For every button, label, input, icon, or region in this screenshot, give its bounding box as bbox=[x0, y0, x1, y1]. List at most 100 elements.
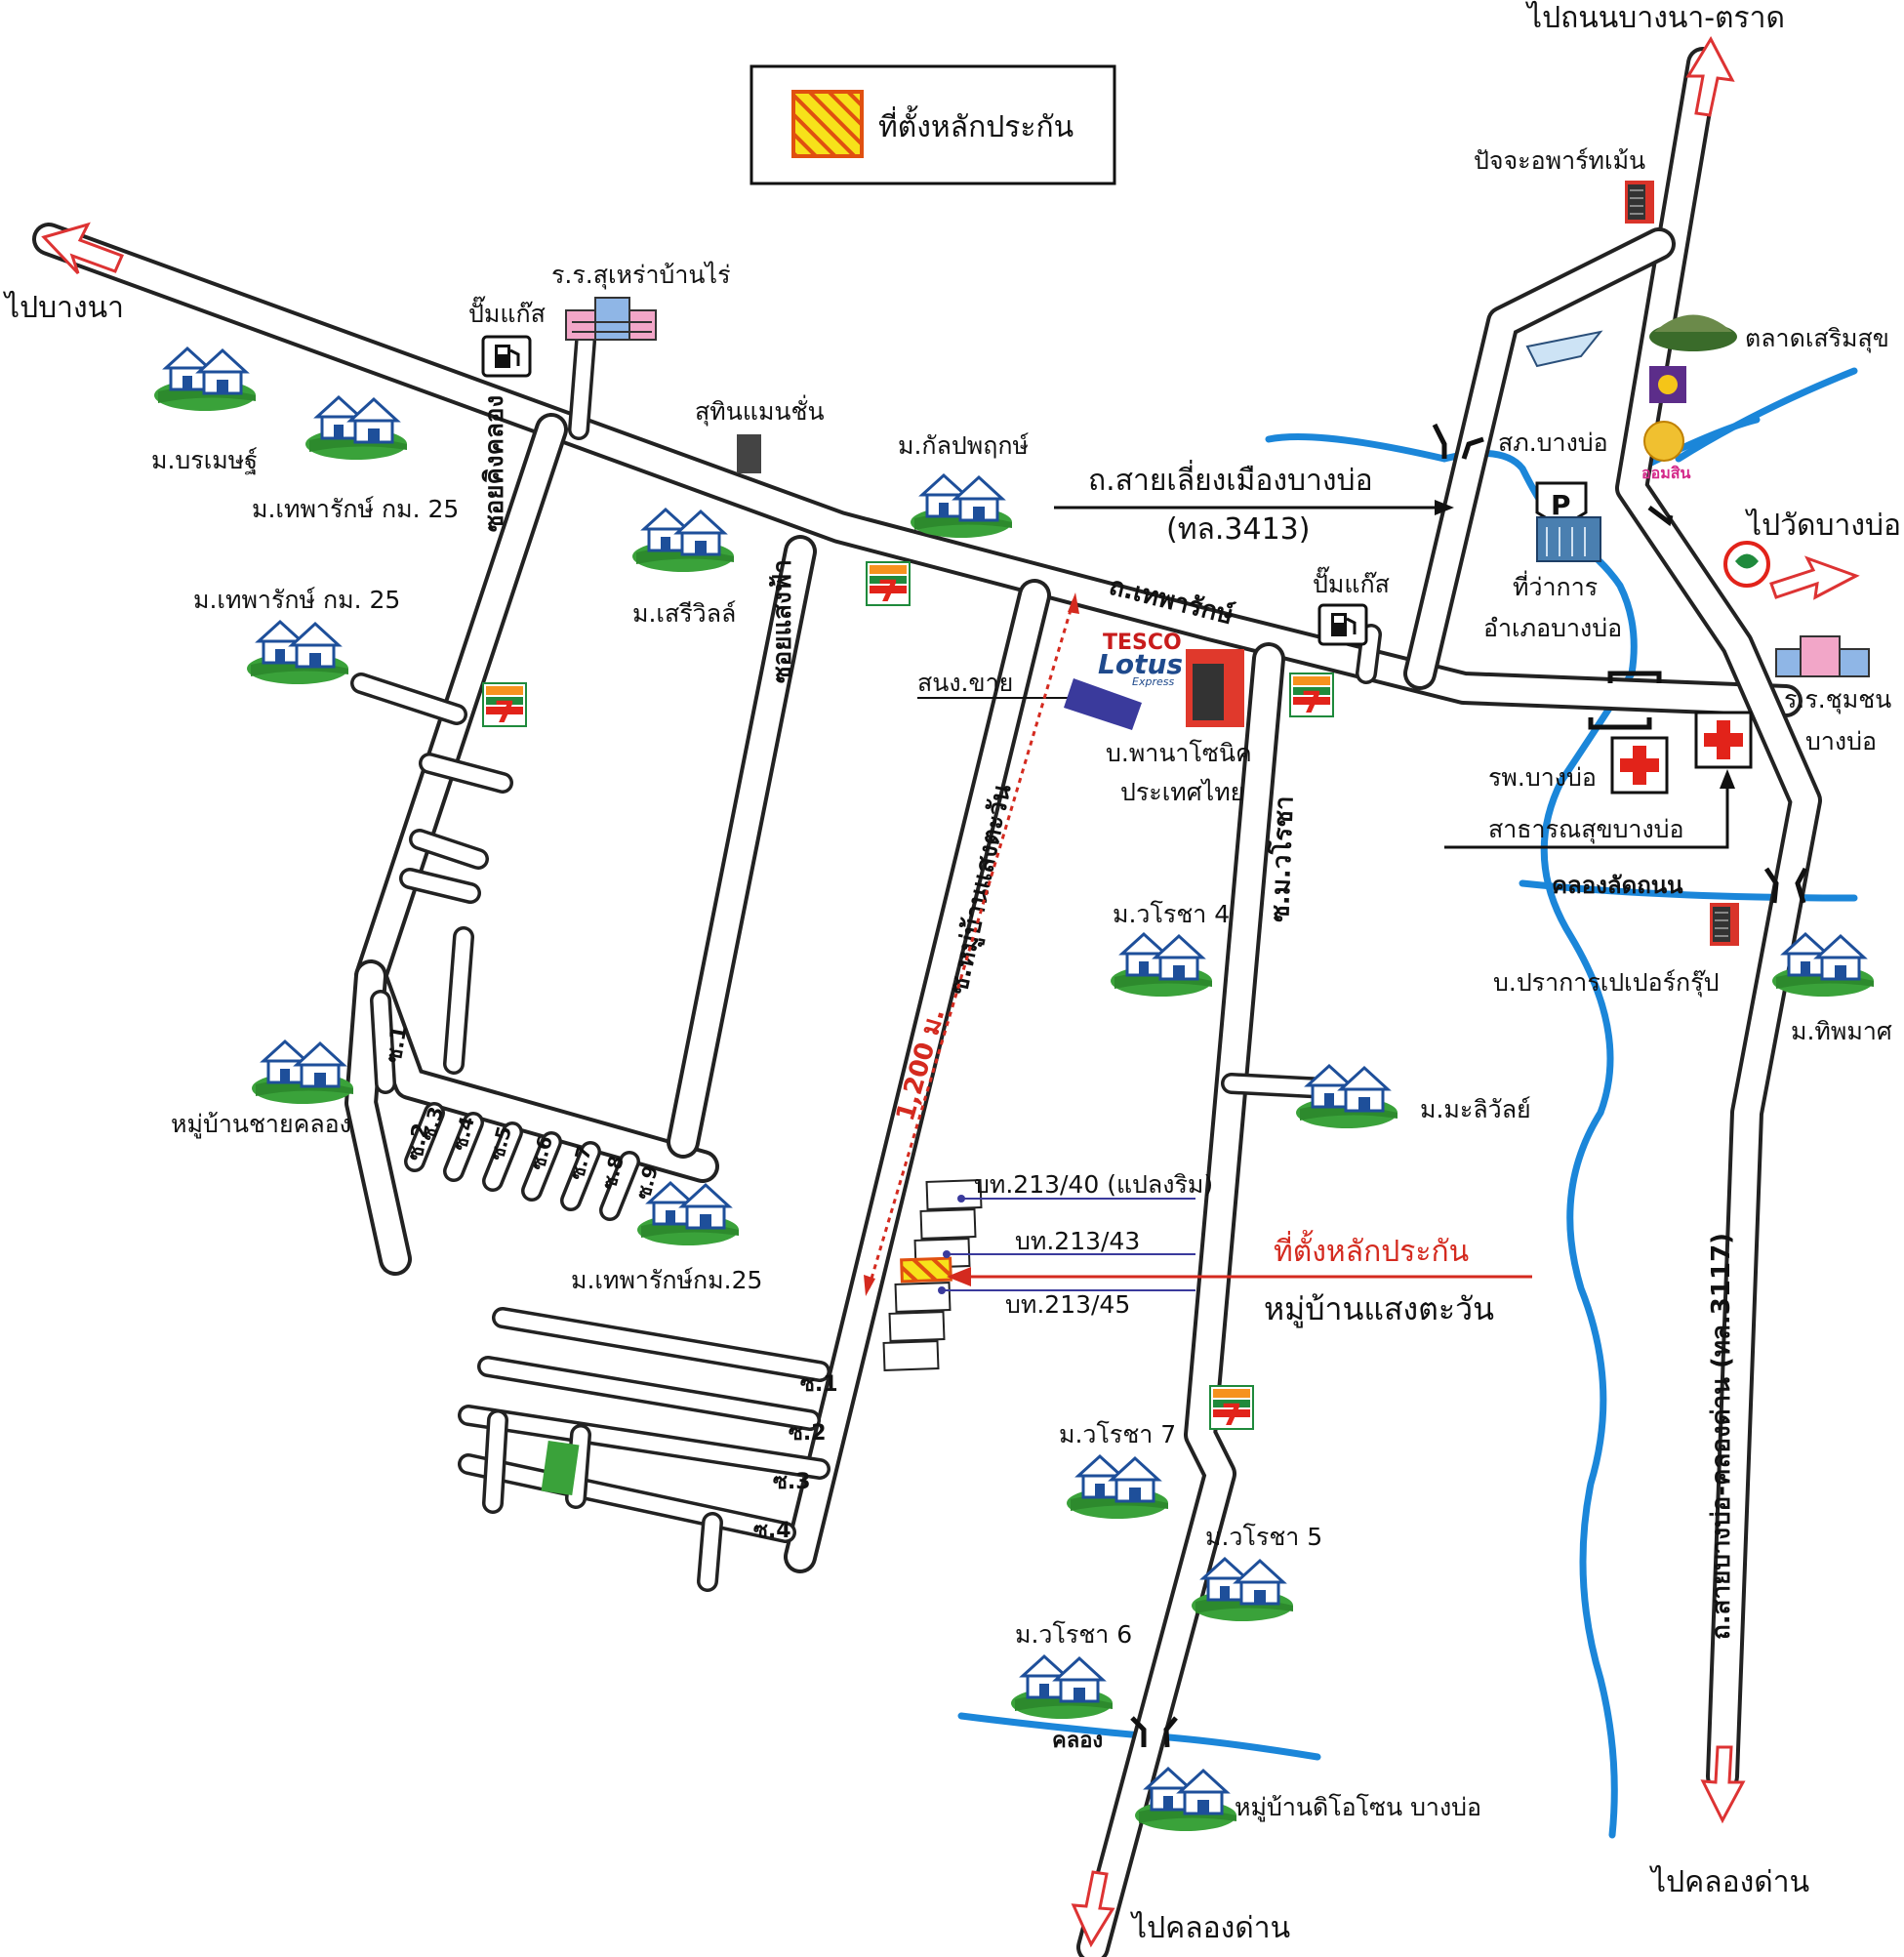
collateral-plots bbox=[882, 1178, 983, 1371]
road-label-khingkhlong: ซอยคิงคลอง bbox=[480, 395, 509, 532]
village-icon bbox=[1009, 1654, 1114, 1721]
label-m-kanlapaphruek: ม.กัลปพฤกษ์ bbox=[898, 431, 1030, 460]
label-marker-2: หมู่บ้านแสงตะวัน bbox=[1264, 1290, 1494, 1328]
direction-arrows bbox=[41, 35, 1860, 1948]
label-marker-1: ที่ตั้งหลักประกัน bbox=[1274, 1230, 1469, 1269]
village-icon bbox=[909, 473, 1014, 540]
label-m-thipmat: ม.ทิพมาศ bbox=[1791, 1017, 1892, 1045]
building-icon bbox=[1186, 649, 1244, 727]
legend-swatch bbox=[791, 90, 864, 158]
svg-text:Express: Express bbox=[1132, 675, 1174, 688]
label-khlong: คลอง bbox=[1052, 1729, 1103, 1753]
arrow-to-khlongdan-right bbox=[1700, 1745, 1746, 1824]
bridges bbox=[1130, 423, 1808, 1748]
label-m-worachot5: ม.วโรชา 5 bbox=[1205, 1523, 1322, 1551]
arrow-to-bangna-trat bbox=[1685, 35, 1735, 117]
kbank-logo bbox=[1723, 541, 1770, 588]
legend-label: ที่ตั้งหลักประกัน bbox=[878, 105, 1074, 144]
label-community-school-1: ร.ร.ชุมชน bbox=[1784, 685, 1891, 714]
gas-station-icon bbox=[1317, 603, 1368, 646]
label-to-khlongdan-right: ไปคลองด่าน bbox=[1649, 1864, 1809, 1899]
label-distance: 1,200 ม. bbox=[891, 1005, 951, 1124]
district-emblem-icon bbox=[1525, 330, 1603, 368]
soi-bottom-3: ซ.3 bbox=[773, 1470, 811, 1494]
label-gas2: ปั๊มแก๊ส bbox=[1313, 566, 1390, 598]
building-icon bbox=[1709, 902, 1740, 947]
label-plot-1: บท.213/40 (แปลงริม) bbox=[974, 1170, 1213, 1199]
legend: ที่ตั้งหลักประกัน bbox=[749, 64, 1116, 185]
gas-station-icon bbox=[481, 335, 532, 378]
school-icon bbox=[1775, 635, 1870, 677]
label-sanong-khai: สนง.ขาย bbox=[917, 669, 1013, 697]
seven-eleven-icon bbox=[866, 561, 911, 610]
label-patchcha: ปัจจะอพาร์ทเม้น bbox=[1474, 146, 1645, 175]
road-label-bypass-2: (ทล.3413) bbox=[1166, 512, 1310, 547]
label-to-wat-bangbo: ไปวัดบางบ่อ bbox=[1745, 508, 1901, 543]
label-m-worachot7: ม.วโรชา 7 bbox=[1059, 1420, 1176, 1448]
label-talat-soemsuk: ตลาดเสริมสุข bbox=[1745, 324, 1889, 353]
svg-text:Lotus: Lotus bbox=[1098, 648, 1183, 680]
label-sutin-mansion: สุทินแมนชั่น bbox=[695, 394, 825, 427]
label-school-sukhao: ร.ร.สุเหร่าบ้านไร่ bbox=[551, 261, 731, 290]
omsin-logo: ออมสิน bbox=[1641, 421, 1691, 482]
collateral-plot bbox=[900, 1256, 952, 1284]
label-khlong-latthanon: คลองลัดถนน bbox=[1552, 872, 1683, 899]
road-label-bypass-1: ถ.สายเลี่ยงเมืองบางบ่อ bbox=[1088, 460, 1373, 498]
seven-eleven-icon bbox=[1289, 673, 1334, 721]
label-gas1: ปั๊มแก๊ส bbox=[468, 296, 546, 328]
label-m-serivilla: ม.เสรีวิลล์ bbox=[632, 599, 736, 628]
seven-eleven-icon bbox=[482, 682, 527, 731]
building-icon bbox=[737, 434, 761, 473]
label-to-khlongdan-bottom: ไปคลองด่าน bbox=[1130, 1910, 1290, 1945]
building-icon bbox=[1624, 180, 1655, 224]
village-icon bbox=[1109, 932, 1214, 999]
village-icon bbox=[250, 1040, 355, 1106]
label-hospital: รพ.บางบ่อ bbox=[1488, 763, 1597, 792]
soi-bottom-4: ซ.4 bbox=[753, 1519, 791, 1543]
arrow-to-bangna bbox=[41, 222, 125, 275]
svg-text:ออมสิน: ออมสิน bbox=[1641, 464, 1691, 482]
tesco-lotus-logo: TESCO Lotus Express bbox=[1098, 631, 1183, 688]
label-village-khlong: หมู่บ้านชายคลอง bbox=[171, 1110, 351, 1139]
label-dio-zone: หมู่บ้านดิโอโซน บางบ่อ bbox=[1235, 1793, 1481, 1822]
village-icon bbox=[245, 620, 350, 686]
label-community-school-2: บางบ่อ bbox=[1805, 727, 1877, 755]
label-plot-2: บท.213/43 bbox=[1015, 1227, 1140, 1255]
seven-eleven-icon bbox=[1209, 1385, 1254, 1434]
label-panasonic-2: ประเทศไทย bbox=[1120, 778, 1244, 806]
village-icon bbox=[630, 508, 736, 574]
road-label-saengfa: ซอยแสงฟ้า bbox=[768, 559, 797, 683]
label-to-bangna: ไปบางนา bbox=[3, 290, 124, 325]
road-layer bbox=[32, 47, 1822, 1957]
road-label-bangbo-khlongdan: ถ.สายบางบ่อ-คลองด่าน (ทล.3117) bbox=[1707, 1233, 1736, 1640]
label-police-bangbo: สภ.บางบ่อ bbox=[1498, 428, 1608, 457]
label-plot-3: บท.213/45 bbox=[1005, 1290, 1130, 1319]
label-m-thepharak25-a: ม.เทพารักษ์ กม. 25 bbox=[252, 495, 459, 523]
building-icon bbox=[1536, 516, 1601, 562]
river-bypass bbox=[1265, 433, 1638, 1839]
label-m-thepharak25-c: ม.เทพารักษ์กม.25 bbox=[571, 1266, 762, 1294]
label-m-thepharak25-b: ม.เทพารักษ์ กม. 25 bbox=[193, 586, 400, 614]
label-prakan-paper: บ.ปราการเปเปอร์กรุ๊ป bbox=[1493, 968, 1719, 998]
distance-line bbox=[867, 599, 1075, 1289]
river-north bbox=[1636, 416, 1761, 472]
label-public-health: สาธารณสุขบางบ่อ bbox=[1488, 815, 1684, 844]
svg-text:TESCO: TESCO bbox=[1103, 631, 1182, 655]
village-icon bbox=[152, 347, 258, 413]
soi-bottom-1: ซ.1 bbox=[800, 1372, 838, 1397]
hospital-icon bbox=[1694, 711, 1753, 769]
village-icon bbox=[304, 395, 409, 462]
label-m-worachot4: ม.วโรชา 4 bbox=[1113, 900, 1230, 928]
soi-left-3: ซ.3 bbox=[417, 1104, 448, 1143]
river-market bbox=[1675, 367, 1858, 463]
label-m-malivan: ม.มะลิวัลย์ bbox=[1420, 1095, 1531, 1123]
road-label-worachot: ซ.ม.วโรชา bbox=[1264, 795, 1299, 922]
school-icon bbox=[565, 297, 657, 341]
hospital-icon bbox=[1610, 736, 1669, 795]
label-district-2: อำเภอบางบ่อ bbox=[1483, 614, 1622, 642]
soi-bottom-2: ซ.2 bbox=[789, 1421, 827, 1446]
village-icon bbox=[1065, 1454, 1170, 1521]
village-icon bbox=[1294, 1064, 1399, 1130]
label-m-worachot6: ม.วโรชา 6 bbox=[1015, 1620, 1132, 1649]
label-district-1: ที่ว่าการ bbox=[1513, 570, 1598, 601]
